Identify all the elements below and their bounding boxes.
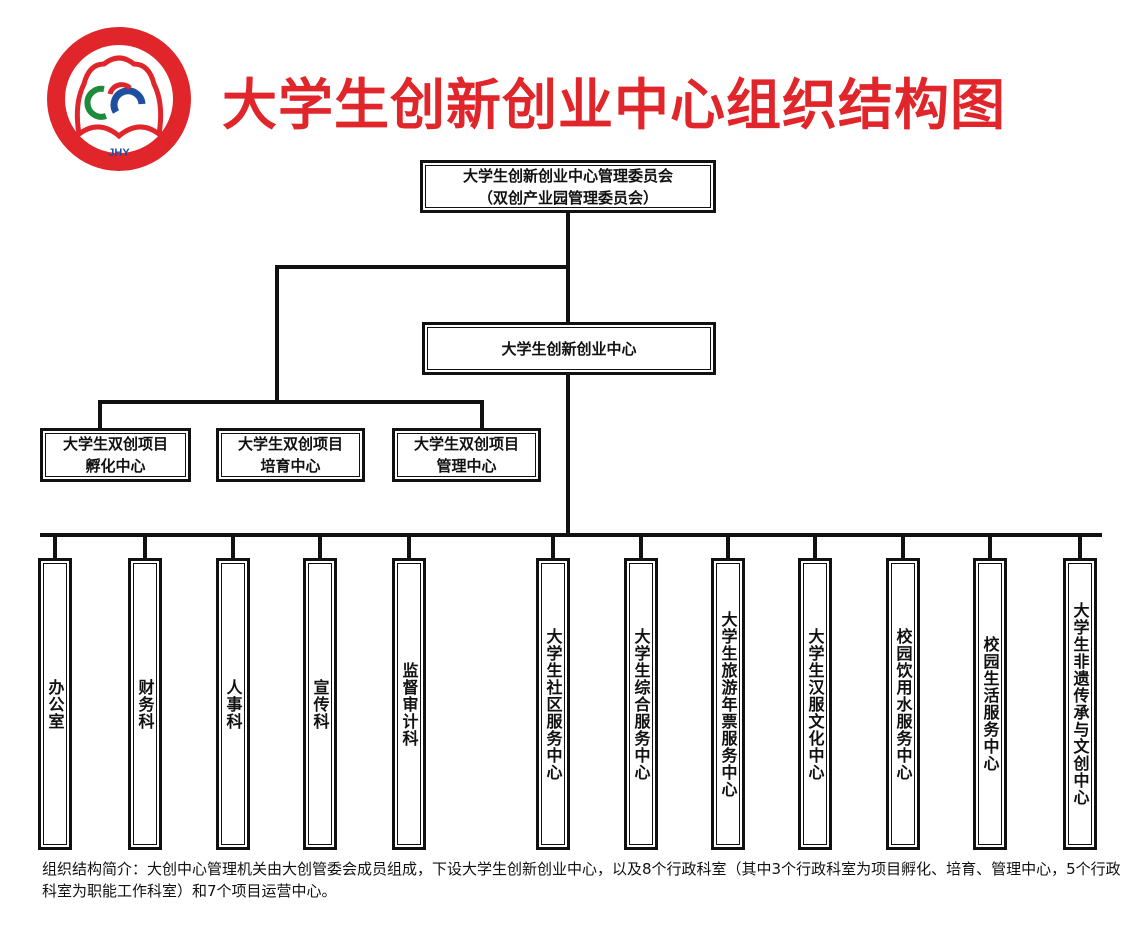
- connector: [566, 374, 570, 537]
- department-label: 大学生社区服务中心: [541, 563, 565, 845]
- department-label: 监督审计科: [397, 563, 421, 845]
- center-label: 大学生创新创业中心: [427, 327, 711, 370]
- department-label: 大学生旅游年票服务中心: [716, 563, 740, 845]
- department-label: 人事科: [221, 563, 245, 845]
- department-box: 宣传科: [303, 558, 337, 850]
- connector: [407, 535, 411, 559]
- department-box: 人事科: [216, 558, 250, 850]
- department-label: 办公室: [43, 563, 67, 845]
- project-center-line1: 大学生双创项目: [62, 435, 168, 453]
- center-box: 大学生创新创业中心: [422, 322, 716, 375]
- project-center-box: 大学生双创项目管理中心: [392, 428, 541, 482]
- connector: [988, 535, 992, 559]
- department-box: 大学生社区服务中心: [536, 558, 570, 850]
- logo-text: JHY: [108, 147, 130, 159]
- connector: [639, 535, 643, 559]
- department-box: 办公室: [38, 558, 72, 850]
- department-box: 大学生旅游年票服务中心: [711, 558, 745, 850]
- project-center-line2: 孵化中心: [85, 457, 146, 475]
- connector: [480, 400, 484, 428]
- project-center-line1: 大学生双创项目: [413, 435, 519, 453]
- project-center-line2: 培育中心: [260, 457, 321, 475]
- department-box: 财务科: [128, 558, 162, 850]
- management-committee-box: 大学生创新创业中心管理委员会 （双创产业园管理委员会）: [420, 160, 716, 213]
- department-label: 校园生活服务中心: [978, 563, 1002, 845]
- department-box: 校园饮用水服务中心: [886, 558, 920, 850]
- department-box: 监督审计科: [392, 558, 426, 850]
- department-label: 财务科: [133, 563, 157, 845]
- connector: [98, 400, 102, 428]
- connector: [143, 535, 147, 559]
- department-box: 大学生非遗传承与文创中心: [1063, 558, 1097, 850]
- connector: [98, 400, 484, 404]
- connector: [40, 533, 1102, 537]
- connector: [231, 535, 235, 559]
- connector: [275, 265, 570, 269]
- connector: [318, 535, 322, 559]
- project-center-box: 大学生双创项目培育中心: [216, 428, 365, 482]
- department-label: 大学生非遗传承与文创中心: [1068, 563, 1092, 845]
- department-label: 宣传科: [308, 563, 332, 845]
- university-logo: JHY: [47, 27, 191, 171]
- connector: [275, 265, 279, 404]
- project-center-line2: 管理中心: [436, 457, 497, 475]
- page-title: 大学生创新创业中心组织结构图: [222, 72, 1007, 137]
- committee-name: 大学生创新创业中心管理委员会: [462, 166, 673, 185]
- committee-alias: （双创产业园管理委员会）: [477, 188, 658, 207]
- department-box: 大学生综合服务中心: [624, 558, 658, 850]
- structure-note: 组织结构简介：大创中心管理机关由大创管委会成员组成，下设大学生创新创业中心，以及…: [42, 860, 1121, 900]
- project-center-line1: 大学生双创项目: [237, 435, 343, 453]
- connector: [53, 535, 57, 559]
- connector: [901, 535, 905, 559]
- connector: [813, 535, 817, 559]
- connector: [1078, 535, 1082, 559]
- project-center-box: 大学生双创项目孵化中心: [40, 428, 191, 482]
- department-box: 大学生汉服文化中心: [798, 558, 832, 850]
- department-label: 大学生综合服务中心: [629, 563, 653, 845]
- connector: [551, 535, 555, 559]
- department-label: 校园饮用水服务中心: [891, 563, 915, 845]
- connector: [726, 535, 730, 559]
- department-box: 校园生活服务中心: [973, 558, 1007, 850]
- department-label: 大学生汉服文化中心: [803, 563, 827, 845]
